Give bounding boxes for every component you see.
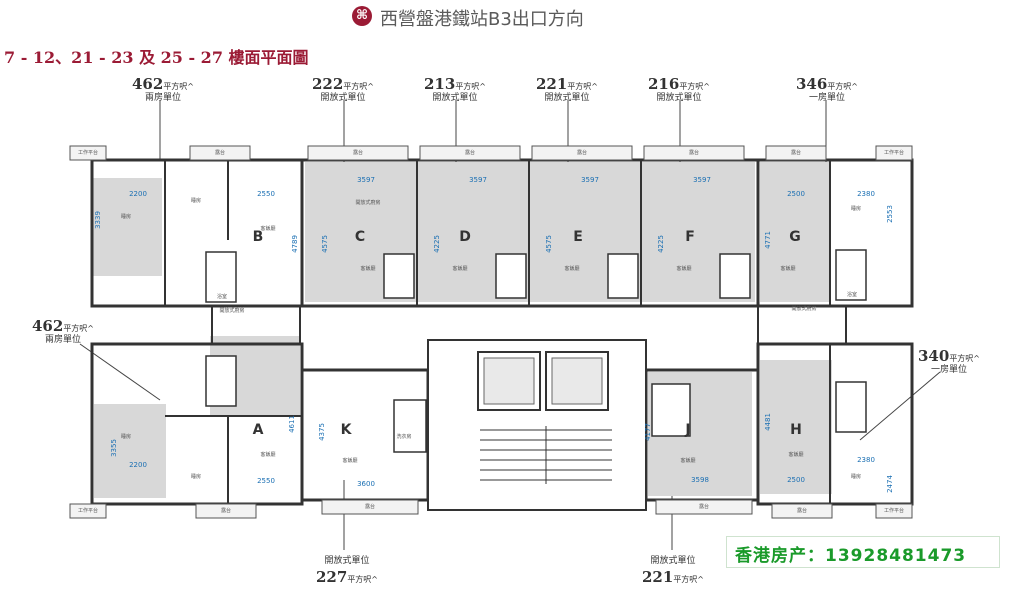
label-unit-h: 340平方呎^一房單位 — [918, 347, 981, 375]
unit-a-label: A — [253, 422, 264, 438]
room-label: 浴室 — [217, 293, 227, 300]
room-label: 開放式廚房 — [791, 305, 816, 312]
room-label: 露台 — [221, 507, 231, 514]
room-label: 睡房 — [121, 433, 131, 440]
room-label: 洗衣房 — [396, 433, 411, 440]
room-label: 露台 — [365, 503, 375, 510]
label-unit-c: 222平方呎^開放式單位 — [312, 75, 375, 103]
label-unit-b: 462平方呎^兩房單位 — [132, 75, 195, 103]
unit-d-label: D — [459, 229, 471, 245]
unit-e-label: E — [573, 229, 583, 245]
dim: 4575 — [545, 235, 553, 253]
room-label: 工作平台 — [884, 507, 904, 514]
room-label: 開放式廚房 — [355, 199, 380, 206]
room-label: 客飯廳 — [260, 451, 275, 458]
dim: 4177 — [644, 423, 652, 441]
room-label: 睡房 — [191, 473, 201, 480]
dim: 3597 — [357, 176, 375, 184]
dim: 3339 — [94, 211, 102, 229]
dim: 2380 — [857, 456, 875, 464]
room-label: 客飯廳 — [260, 225, 275, 232]
label-unit-a: 462平方呎^兩房單位 — [32, 317, 95, 345]
dim: 2550 — [257, 477, 275, 485]
header: ⌘ 西營盤港鐵站B3出口方向 — [0, 4, 1024, 30]
dim: 2200 — [129, 461, 147, 469]
dim: 4375 — [318, 423, 326, 441]
dim: 3597 — [469, 176, 487, 184]
unit-j-label: J — [684, 422, 690, 438]
label-unit-f: 216平方呎^開放式單位 — [648, 75, 711, 103]
unit-c-label: C — [355, 229, 365, 245]
room-label: 睡房 — [851, 205, 861, 212]
room-label: 客飯廳 — [360, 265, 375, 272]
room-label: 開放式廚房 — [219, 307, 244, 314]
dim: 2500 — [787, 190, 805, 198]
room-label: 露台 — [699, 503, 709, 510]
room-label: 客飯廳 — [564, 265, 579, 272]
dim: 4225 — [657, 235, 665, 253]
unit-g-label: G — [789, 229, 801, 245]
unit-f-label: F — [685, 229, 695, 245]
room-label: 工作平台 — [78, 507, 98, 514]
unit-h-label: H — [790, 422, 802, 438]
room-label: 浴室 — [847, 291, 857, 298]
room-label: 露台 — [215, 149, 225, 156]
dim: 2380 — [857, 190, 875, 198]
room-label: 客飯廳 — [788, 451, 803, 458]
dim: 2474 — [886, 475, 894, 493]
unit-k-label: K — [341, 422, 353, 438]
dim: 2200 — [129, 190, 147, 198]
room-label: 睡房 — [191, 197, 201, 204]
dim: 2553 — [886, 205, 894, 223]
room-label: 露台 — [577, 149, 587, 156]
room-label: 睡房 — [851, 473, 861, 480]
dim: 4789 — [291, 235, 299, 253]
unit-b-label: B — [253, 229, 264, 245]
room-label: 工作平台 — [884, 149, 904, 156]
dim: 3600 — [357, 480, 375, 488]
room-label: 客飯廳 — [342, 457, 357, 464]
dim: 3597 — [693, 176, 711, 184]
dim: 3598 — [691, 476, 709, 484]
dim: 4481 — [764, 413, 772, 431]
watermark-text: 香港房产：13928481473 — [735, 546, 967, 566]
label-unit-e: 221平方呎^開放式單位 — [536, 75, 599, 103]
room-label: 工作平台 — [78, 149, 98, 156]
room-label: 露台 — [353, 149, 363, 156]
room-label: 露台 — [797, 507, 807, 514]
label-unit-d: 213平方呎^開放式單位 — [424, 75, 487, 103]
dim: 2550 — [257, 190, 275, 198]
room-label: 露台 — [791, 149, 801, 156]
label-unit-g: 346平方呎^一房單位 — [796, 75, 859, 103]
dim: 4575 — [321, 235, 329, 253]
exit-direction-title: 西營盤港鐵站B3出口方向 — [380, 9, 584, 30]
room-label: 客飯廳 — [676, 265, 691, 272]
room-label: 露台 — [689, 149, 699, 156]
room-label: 客飯廳 — [680, 457, 695, 464]
dim: 3355 — [110, 439, 118, 457]
dim: 3597 — [581, 176, 599, 184]
room-label: 睡房 — [121, 213, 131, 220]
room-label: 客飯廳 — [780, 265, 795, 272]
room-label: 客飯廳 — [452, 265, 467, 272]
room-label: 露台 — [465, 149, 475, 156]
floor-plan-title: 7 - 12、21 - 23 及 25 - 27 樓面平面圖 — [4, 48, 309, 67]
mtr-logo-icon: ⌘ — [352, 6, 372, 26]
dim: 4771 — [764, 231, 772, 249]
dim: 2500 — [787, 476, 805, 484]
dim: 4611 — [288, 415, 296, 433]
dim: 4225 — [433, 235, 441, 253]
watermark-badge: 香港房产：13928481473 — [726, 536, 1000, 568]
